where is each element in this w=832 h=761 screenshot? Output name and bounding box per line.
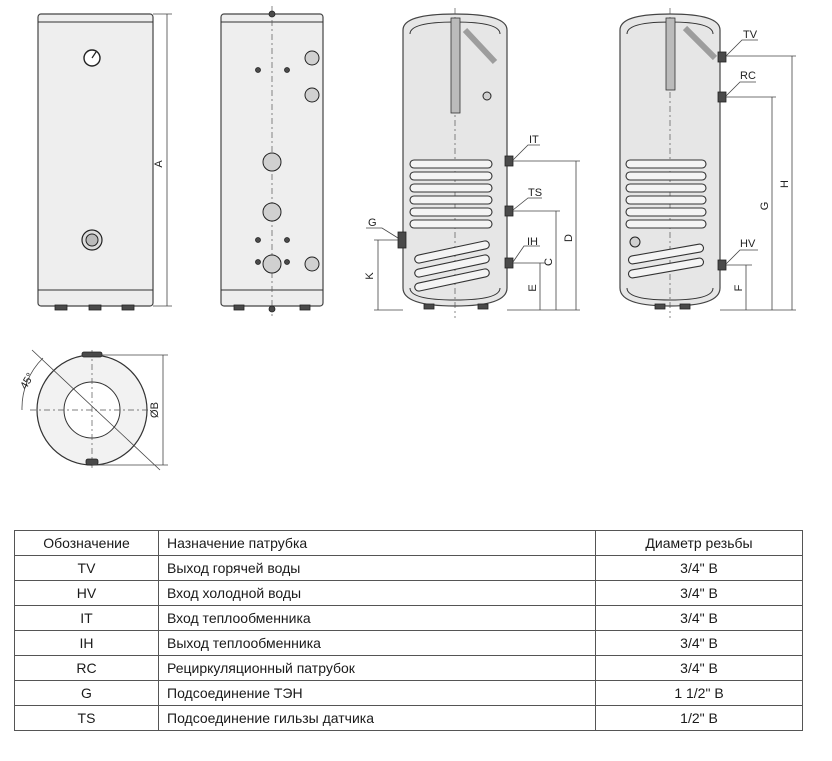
dim-k-label: K [364, 272, 376, 280]
rear-port [304, 50, 320, 66]
rear-port [262, 152, 282, 172]
anode-rod [450, 17, 461, 114]
cell-thread: 3/4" В [595, 655, 803, 681]
cell-designation: TV [14, 555, 159, 581]
table-header-row: Обозначение Назначение патрубка Диаметр … [14, 530, 803, 556]
port-it [504, 155, 514, 167]
label-g: G [368, 217, 377, 229]
upper-coil [409, 159, 493, 229]
port-hv [717, 259, 727, 271]
table-row: TS Подсоединение гильзы датчика 1/2" В [14, 705, 803, 731]
technical-drawing: A [18, 6, 796, 471]
cell-thread: 3/4" В [595, 555, 803, 581]
cell-thread: 1 1/2" В [595, 680, 803, 706]
dim-g-label: G [759, 202, 771, 211]
label-it: IT [529, 134, 539, 146]
top-view: 45° ØB [18, 349, 168, 471]
port-rc [717, 91, 727, 103]
side-upper-coil [625, 159, 707, 229]
cell-designation: TS [14, 705, 159, 731]
front-foot [54, 304, 68, 311]
header-purpose: Назначение патрубка [158, 530, 596, 556]
rear-view [220, 6, 324, 316]
dim-a-label: A [153, 160, 165, 168]
label-tv: TV [743, 29, 758, 41]
dim-d-label: D [563, 234, 575, 242]
port-tv [717, 51, 727, 63]
cell-purpose: Подсоединение ТЭН [158, 680, 596, 706]
table-row: IH Выход теплообменника 3/4" В [14, 630, 803, 656]
table-row: G Подсоединение ТЭН 1 1/2" В [14, 680, 803, 706]
dim-h-label: H [779, 180, 791, 188]
side-lower-coil [627, 243, 705, 279]
table-row: RC Рециркуляционный патрубок 3/4" В [14, 655, 803, 681]
rear-port [262, 202, 282, 222]
section-view: IT TS IH G D C E K [364, 8, 580, 318]
cell-purpose: Вход теплообменника [158, 605, 596, 631]
header-designation: Обозначение [14, 530, 159, 556]
dim-f-label: F [733, 284, 745, 291]
label-rc: RC [740, 70, 756, 82]
cell-thread: 3/4" В [595, 630, 803, 656]
side-section-view: TV RC HV H G F [619, 8, 796, 318]
cell-thread: 3/4" В [595, 605, 803, 631]
table-row: HV Вход холодной воды 3/4" В [14, 580, 803, 606]
cell-designation: IT [14, 605, 159, 631]
cell-purpose: Выход теплообменника [158, 630, 596, 656]
connections-table: Обозначение Назначение патрубка Диаметр … [14, 530, 803, 731]
lower-coil [414, 240, 490, 292]
port-ts [504, 205, 514, 217]
label-hv: HV [740, 238, 756, 250]
rear-port [304, 256, 320, 272]
dim-e-label: E [527, 284, 539, 291]
cell-designation: HV [14, 580, 159, 606]
port-ih [504, 257, 514, 269]
dim-c-label: C [543, 258, 555, 266]
table-row: IT Вход теплообменника 3/4" В [14, 605, 803, 631]
header-thread: Диаметр резьбы [595, 530, 803, 556]
rear-port [304, 87, 320, 103]
cell-purpose: Подсоединение гильзы датчика [158, 705, 596, 731]
rear-port [262, 254, 282, 274]
cell-purpose: Вход холодной воды [158, 580, 596, 606]
angle-label: 45° [18, 371, 37, 391]
label-ts: TS [528, 187, 542, 199]
anode-rod [665, 17, 676, 91]
table-row: TV Выход горячей воды 3/4" В [14, 555, 803, 581]
label-ih: IH [527, 236, 538, 248]
front-view: A [37, 13, 172, 311]
cell-purpose: Выход горячей воды [158, 555, 596, 581]
diameter-label: ØB [149, 402, 161, 418]
cell-designation: RC [14, 655, 159, 681]
port-g [397, 231, 407, 249]
cell-designation: IH [14, 630, 159, 656]
front-foot [88, 304, 102, 311]
cell-designation: G [14, 680, 159, 706]
cell-thread: 3/4" В [595, 580, 803, 606]
cell-purpose: Рециркуляционный патрубок [158, 655, 596, 681]
front-foot [121, 304, 135, 311]
cell-thread: 1/2" В [595, 705, 803, 731]
